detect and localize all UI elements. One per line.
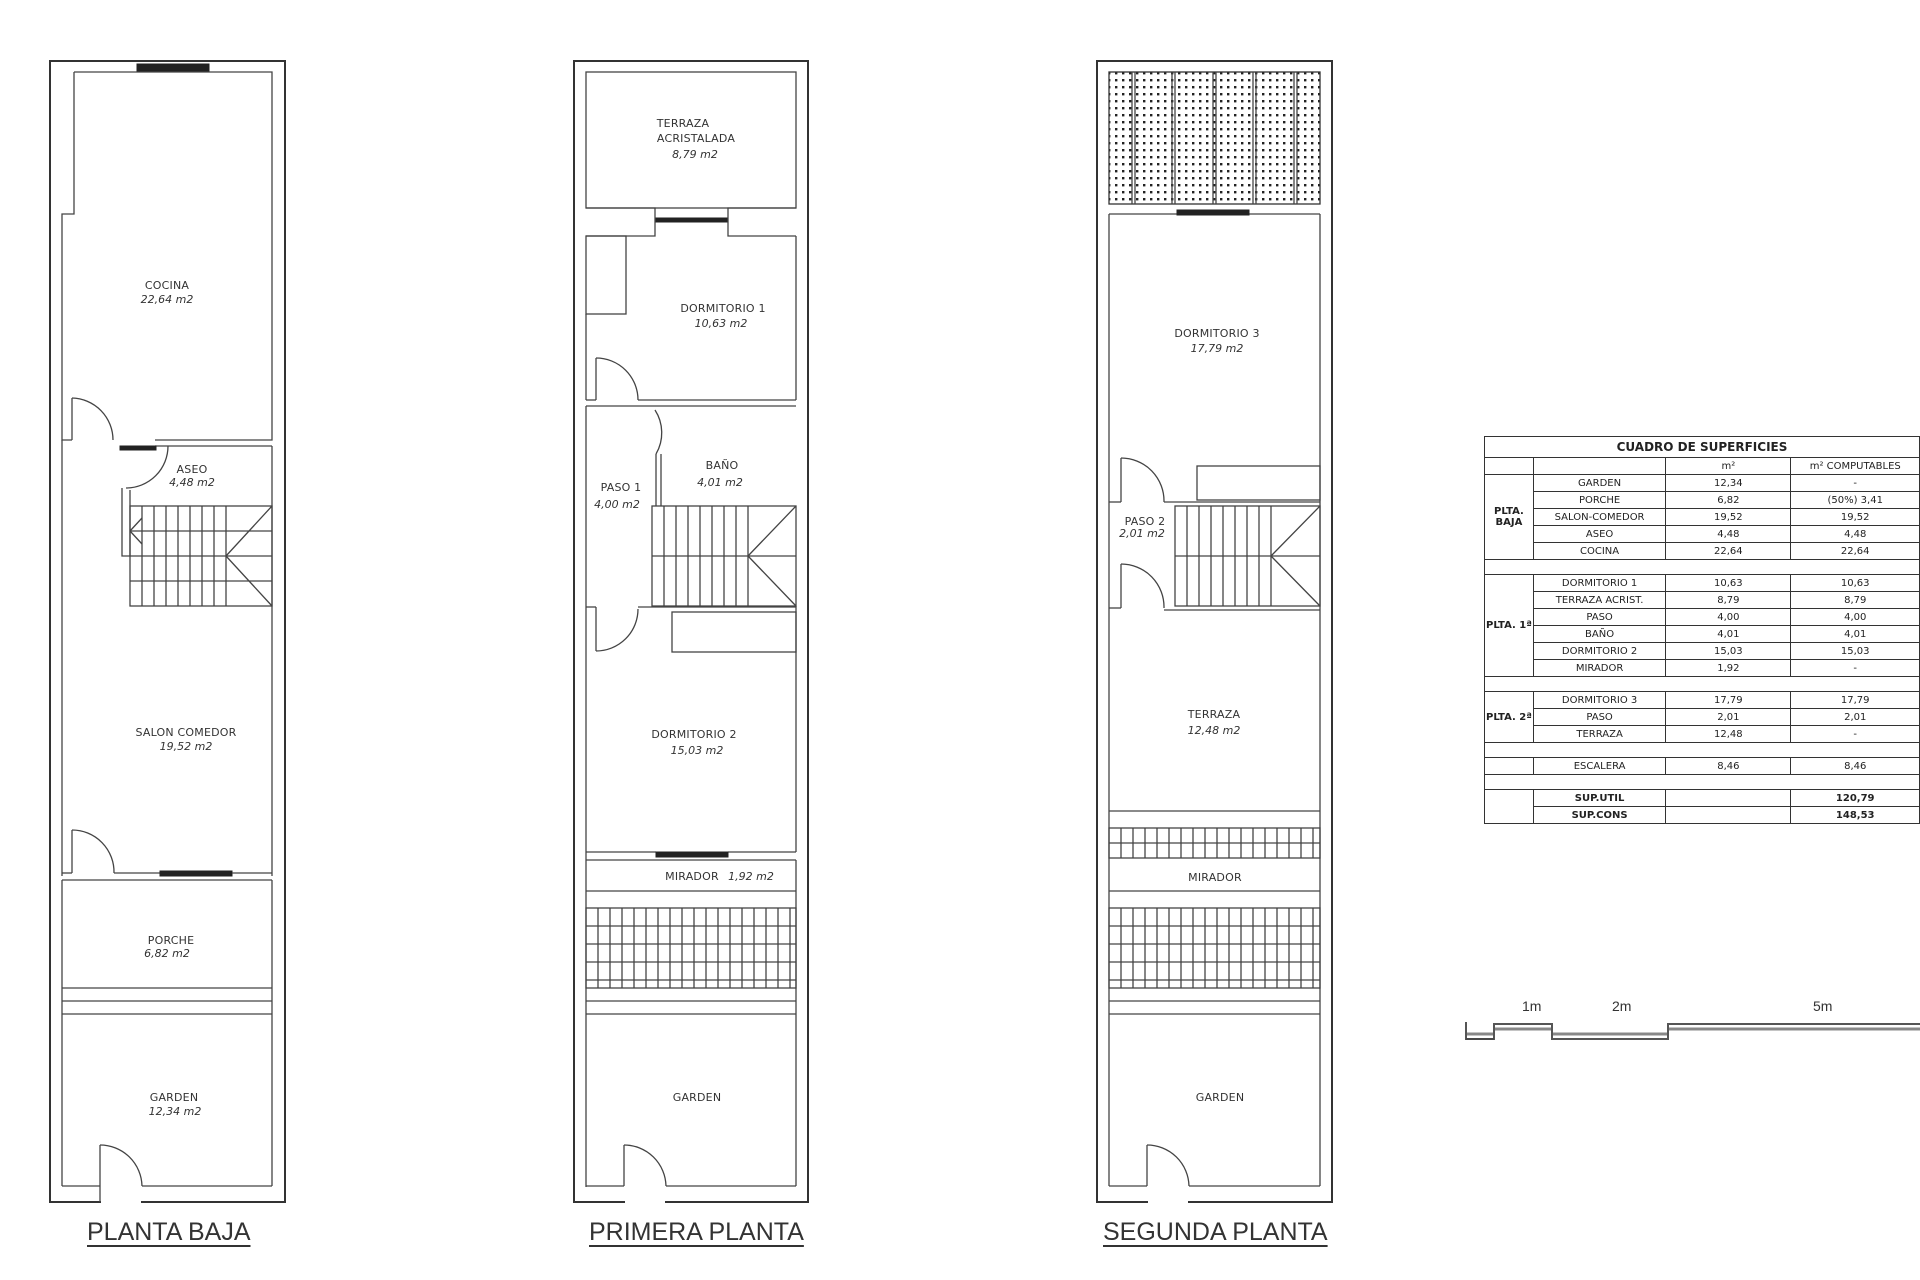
table-row-sup-util: SUP.UTIL 120,79	[1484, 789, 1920, 824]
room-terraza-acristalada-name: TERRAZA	[656, 117, 710, 130]
room-mirador-name: MIRADOR	[665, 870, 719, 883]
room-salon-area: 19,52 m2	[160, 740, 213, 753]
room-bano-name: BAÑO	[706, 459, 739, 472]
group-primera: PLTA. 1ª	[1484, 574, 1534, 677]
room-bano-area: 4,01 m2	[697, 476, 743, 489]
room-garden-name: GARDEN	[150, 1091, 199, 1104]
caption-planta-baja: PLANTA BAJA	[87, 1218, 251, 1246]
table-row: PLTA.BAJA GARDEN 12,34 -	[1484, 474, 1920, 560]
room-dormitorio2-name: DORMITORIO 2	[651, 728, 736, 741]
room-mirador-area: 1,92 m2	[728, 870, 774, 883]
room-cocina-name: COCINA	[145, 279, 189, 292]
room-terraza-acristalada-area: 8,79 m2	[672, 148, 718, 161]
table-row: SALON-COMEDOR 19,52 19,52	[1485, 508, 1920, 526]
room-paso1-area: 4,00 m2	[594, 498, 640, 511]
room-aseo-name: ASEO	[177, 463, 208, 476]
scale-label-5m: 5m	[1813, 998, 1833, 1014]
room-terraza-name: TERRAZA	[1187, 708, 1241, 721]
table-row-escalera: ESCALERA 8,46 8,46	[1484, 757, 1920, 775]
caption-primera-planta: PRIMERA PLANTA	[589, 1218, 804, 1246]
room-paso1-name: PASO 1	[601, 481, 642, 494]
room-dormitorio1-name: DORMITORIO 1	[680, 302, 765, 315]
table-row: PASO 4,00 4,00	[1485, 608, 1920, 626]
stairs-primera	[651, 505, 797, 607]
group-segunda: PLTA. 2ª	[1484, 691, 1534, 743]
room-paso2-name: PASO 2	[1125, 515, 1166, 528]
table-row: DORMITORIO 2 15,03 15,03	[1485, 642, 1920, 660]
scale-label-1m: 1m	[1522, 998, 1542, 1014]
table-row: TERRAZA ACRIST. 8,79 8,79	[1485, 591, 1920, 609]
room-salon-name: SALON COMEDOR	[136, 726, 237, 739]
stairs-segunda	[1174, 505, 1321, 607]
railing-segunda-bottom	[1108, 907, 1321, 989]
table-row: ASEO 4,48 4,48	[1485, 525, 1920, 543]
room-porche-area: 6,82 m2	[144, 947, 190, 960]
table-row: BAÑO 4,01 4,01	[1485, 625, 1920, 643]
railing-segunda-top	[1108, 827, 1321, 859]
pergola-hatch	[1108, 71, 1321, 205]
table-row: PLTA. 1ª DORMITORIO 1 10,63 10,63	[1484, 574, 1920, 677]
table-row: PORCHE 6,82 (50%) 3,41	[1485, 491, 1920, 509]
header-computables: m² COMPUTABLES	[1790, 457, 1920, 475]
room-mirador-name: MIRADOR	[1188, 871, 1242, 884]
room-paso2-area: 2,01 m2	[1119, 527, 1165, 540]
room-terraza-acristalada-name2: ACRISTALADA	[657, 132, 735, 145]
scale-label-2m: 2m	[1612, 998, 1632, 1014]
room-dormitorio3-area: 17,79 m2	[1191, 342, 1244, 355]
plan-planta-baja: COCINA 22,64 m2 ASEO 4,48 m2 SALON COMED…	[49, 60, 286, 1204]
room-cocina-area: 22,64 m2	[141, 293, 194, 306]
scale-bar	[1465, 1022, 1920, 1040]
railing-primera	[585, 907, 797, 989]
table-row: MIRADOR 1,92 -	[1485, 659, 1920, 677]
room-garden-name: GARDEN	[1196, 1091, 1245, 1104]
room-porche-name: PORCHE	[148, 934, 195, 947]
plan-segunda-planta: DORMITORIO 3 17,79 m2 PASO 2 2,01 m2 TER…	[1096, 60, 1333, 1204]
room-aseo-area: 4,48 m2	[169, 476, 215, 489]
room-garden-name: GARDEN	[673, 1091, 722, 1104]
plan-primera-planta: TERRAZA ACRISTALADA 8,79 m2 DORMITORIO 1…	[573, 60, 809, 1204]
room-dormitorio2-area: 15,03 m2	[671, 744, 724, 757]
stairs-baja	[129, 505, 273, 607]
room-dormitorio3-name: DORMITORIO 3	[1174, 327, 1259, 340]
room-dormitorio1-area: 10,63 m2	[695, 317, 748, 330]
table-row: PASO 2,01 2,01	[1485, 708, 1920, 726]
header-m2: m²	[1665, 457, 1792, 475]
table-row: TERRAZA 12,48 -	[1485, 725, 1920, 743]
room-garden-area: 12,34 m2	[149, 1105, 202, 1118]
room-terraza-area: 12,48 m2	[1188, 724, 1241, 737]
table-row: COCINA 22,64 22,64	[1485, 542, 1920, 560]
caption-segunda-planta: SEGUNDA PLANTA	[1103, 1218, 1328, 1246]
surface-table: CUADRO DE SUPERFICIES m² m² COMPUTABLES …	[1484, 436, 1920, 824]
table-title: CUADRO DE SUPERFICIES	[1484, 436, 1920, 458]
group-baja: PLTA.BAJA	[1484, 474, 1534, 560]
table-row-sup-cons: SUP.CONS 148,53	[1485, 806, 1920, 824]
table-row: PLTA. 2ª DORMITORIO 3 17,79 17,79	[1484, 691, 1920, 743]
